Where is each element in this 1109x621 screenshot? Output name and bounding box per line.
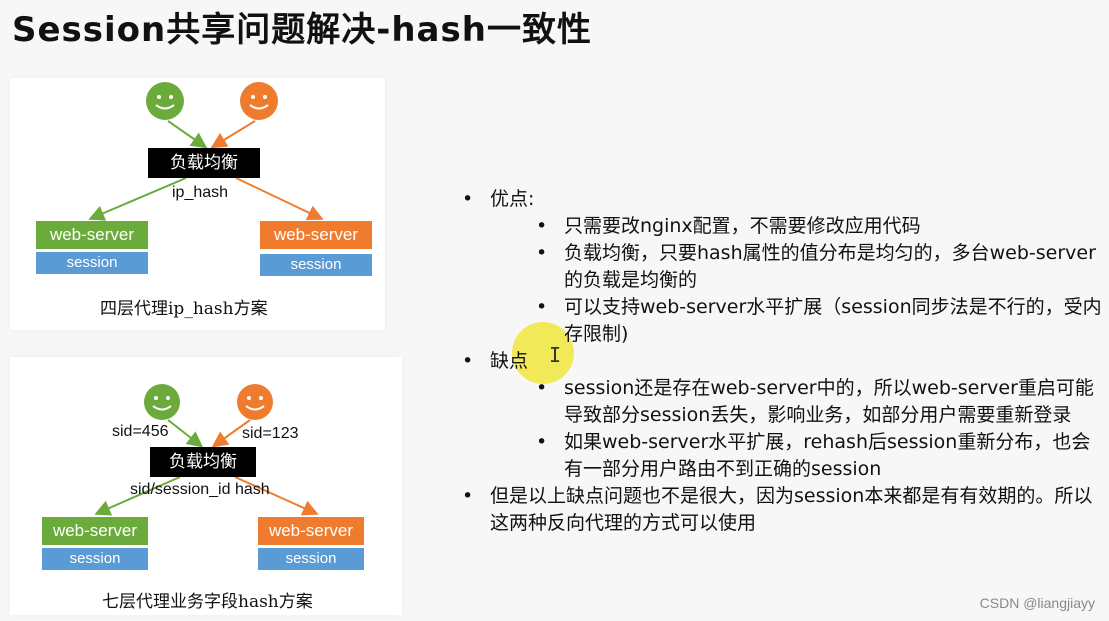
- cons-point: session还是存在web-server中的，所以web-server重启可能…: [490, 375, 1102, 429]
- ip-hash-diagram: 负载均衡 ip_hash web-server session web-serv…: [10, 78, 385, 330]
- pros-item: 优点: 只需要改nginx配置，不需要修改应用代码 负载均衡，只要hash属性的…: [462, 186, 1102, 348]
- arrow-green-to-lb: [167, 419, 204, 448]
- pros-title: 优点:: [490, 188, 535, 210]
- bullet-list: 优点: 只需要改nginx配置，不需要修改应用代码 负载均衡，只要hash属性的…: [462, 186, 1102, 537]
- arrow-lb-to-right-server: [234, 476, 319, 516]
- pros-point: 可以支持web-server水平扩展（session同步法是不行的，受内存限制): [490, 294, 1102, 348]
- sid-hash-diagram-graphics: [94, 384, 319, 516]
- sid-hash-label: sid/session_id hash: [130, 481, 270, 498]
- ip-hash-label: ip_hash: [172, 184, 229, 201]
- arrow-lb-to-left-server: [94, 476, 181, 516]
- pros-point: 负载均衡，只要hash属性的值分布是均匀的，多台web-server的负载是均衡…: [490, 240, 1102, 294]
- sid-hash-caption: 七层代理业务字段hash方案: [102, 592, 313, 612]
- arrow-lb-to-left-server: [88, 177, 187, 221]
- sid-right-label: sid=123: [242, 425, 299, 442]
- cons-point: 如果web-server水平扩展，rehash后session重新分布，也会有一…: [490, 429, 1102, 483]
- user-orange-icon: [240, 82, 278, 120]
- watermark: CSDN @liangjiayy: [979, 595, 1095, 611]
- user-orange-icon: [237, 384, 273, 420]
- pros-point: 只需要改nginx配置，不需要修改应用代码: [490, 213, 1102, 240]
- sid-hash-diagram: sid=456 sid=123 负载均衡 sid/session_id hash…: [10, 357, 402, 615]
- slide-title: Session共享问题解决-hash一致性: [12, 10, 592, 50]
- session-left: session: [36, 252, 148, 274]
- load-balancer-box: 负载均衡: [150, 447, 256, 477]
- user-green-icon: [146, 82, 184, 120]
- arrow-orange-to-lb: [211, 419, 251, 448]
- session-right: session: [260, 254, 372, 276]
- load-balancer-box: 负载均衡: [148, 148, 260, 178]
- sid-left-label: sid=456: [112, 423, 169, 440]
- web-server-right: web-server: [258, 517, 364, 545]
- ip-hash-caption: 四层代理ip_hash方案: [100, 299, 268, 319]
- arrow-lb-to-right-server: [235, 177, 324, 221]
- arrow-orange-to-lb: [210, 120, 256, 149]
- ip-hash-diagram-graphics: [88, 82, 324, 221]
- web-server-left: web-server: [36, 221, 148, 249]
- web-server-right: web-server: [260, 221, 372, 249]
- user-green-icon: [144, 384, 180, 420]
- cons-item: 缺点 session还是存在web-server中的，所以web-server重…: [462, 348, 1102, 483]
- arrow-green-to-lb: [167, 120, 208, 149]
- summary-item: 但是以上缺点问题也不是很大，因为session本来都是有有效期的。所以这两种反向…: [462, 483, 1102, 537]
- session-left: session: [42, 548, 148, 570]
- session-right: session: [258, 548, 364, 570]
- cons-title: 缺点: [490, 350, 529, 372]
- web-server-left: web-server: [42, 517, 148, 545]
